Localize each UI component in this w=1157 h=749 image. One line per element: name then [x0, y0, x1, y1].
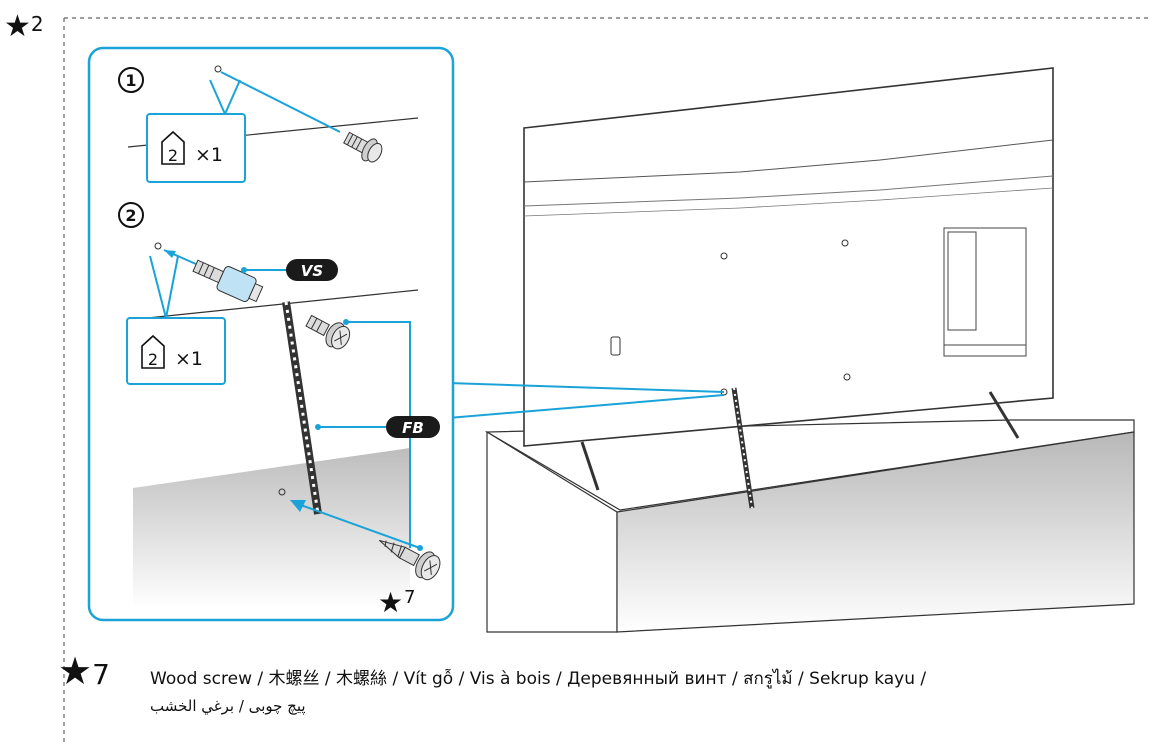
quantity-1: ×1 — [195, 144, 223, 166]
svg-text:2: 2 — [168, 146, 178, 165]
tv-hole — [841, 239, 849, 247]
tv-leg-left — [580, 441, 600, 491]
vs-label: VS — [301, 262, 323, 280]
header-marker: ★2 — [4, 12, 44, 42]
step-1-badge — [118, 67, 144, 93]
tv-hole — [720, 252, 728, 260]
step-2-number: 2 — [125, 206, 136, 225]
furniture-top — [484, 419, 1135, 511]
legend-text-line1: Wood screw / 木螺丝 / 木螺絲 / Vít gỗ / Vis à … — [150, 669, 927, 689]
screw-hole-1 — [214, 65, 222, 73]
fall-prevention-belt — [282, 301, 322, 515]
star-icon: ★ — [4, 9, 31, 44]
quantity-2: ×1 — [175, 348, 203, 370]
screw-link-line — [346, 321, 411, 548]
terminal-area — [943, 227, 1027, 357]
step-2: 2 VS 2 ×1 — [118, 202, 441, 581]
spacer-screw-icon — [192, 259, 264, 303]
wood-screw-icon — [379, 539, 441, 581]
belt-screw-icon — [305, 314, 351, 350]
tv-back — [523, 67, 1054, 447]
tv-edge-step2 — [127, 289, 419, 321]
furniture-surface-inset — [133, 448, 410, 608]
zoom-connector-bottom — [447, 394, 725, 419]
tv-clip — [610, 336, 621, 356]
tv-belt — [731, 387, 755, 509]
screw-icon — [343, 131, 383, 163]
part-callout-1 — [146, 113, 246, 183]
step-1-number: 1 — [125, 71, 136, 90]
tv-leg-right — [988, 391, 1020, 439]
tv-contour-2 — [523, 175, 1054, 207]
part-icon — [161, 130, 185, 165]
screw-hole-2 — [154, 242, 162, 250]
wood-screw-path — [297, 503, 421, 549]
tv-scene — [484, 67, 1135, 633]
fb-label: FB — [402, 419, 424, 437]
inner-star-icon: ★ — [378, 586, 403, 619]
legend-marker: ★7 — [58, 652, 110, 690]
step-2-badge — [118, 202, 144, 228]
tv-contour-1 — [523, 139, 1054, 183]
fb-label-badge — [386, 416, 440, 438]
tv-hole — [843, 373, 851, 381]
terminal-slot — [947, 231, 977, 331]
legend-index: 7 — [92, 658, 110, 691]
furniture-hole — [278, 488, 286, 496]
legend-text-line2: پیچ چوبی / برغي الخشب — [150, 697, 306, 715]
header-index: 2 — [30, 12, 44, 36]
screw-path-1 — [220, 71, 341, 133]
tv-contour-3 — [523, 187, 1054, 217]
inner-marker-index: 7 — [404, 587, 415, 608]
furniture-front — [616, 431, 1135, 633]
svg-text:2: 2 — [148, 350, 158, 369]
zoom-connector-top — [447, 382, 725, 393]
vs-label-badge — [286, 259, 338, 281]
legend-star-icon: ★ — [58, 649, 93, 693]
step-1: 1 2 ×1 — [118, 65, 383, 183]
part-icon — [141, 334, 165, 369]
